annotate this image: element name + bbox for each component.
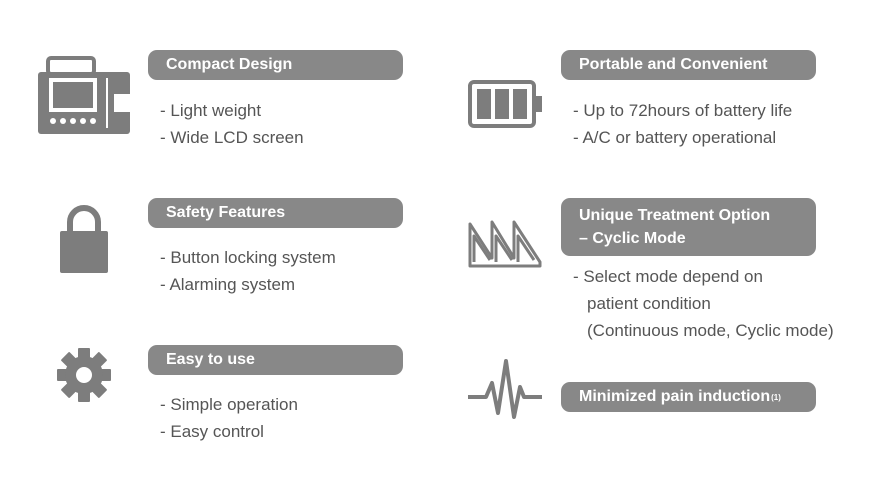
footnote-marker: (1): [771, 392, 781, 402]
device-monitor-icon: [38, 56, 130, 136]
feature-title-text: Compact Design: [166, 56, 293, 73]
list-item: - Select mode depend on: [573, 267, 763, 286]
list-item: - Light weight: [160, 101, 262, 120]
feature-title-portable: Portable and Convenient: [561, 50, 816, 80]
gear-icon: [56, 347, 112, 403]
feature-title-unique-treatment: Unique Treatment Option – Cyclic Mode: [561, 198, 816, 256]
list-item: - Wide LCD screen: [160, 128, 304, 147]
feature-title-line1: Unique Treatment Option: [579, 207, 771, 224]
feature-title-minimized-pain: Minimized pain induction(1): [561, 382, 816, 412]
feature-title-easy-to-use: Easy to use: [148, 345, 403, 375]
lock-icon: [59, 205, 109, 275]
feature-title-line2: – Cyclic Mode: [579, 230, 686, 247]
list-item: - Button locking system: [160, 248, 336, 267]
feature-list-portable: - Up to 72hours of battery life - A/C or…: [573, 97, 792, 151]
cyclic-wave-icon: [468, 218, 544, 270]
feature-title-text: Minimized pain induction: [579, 388, 771, 405]
feature-list-easy-to-use: - Simple operation - Easy control: [160, 391, 298, 445]
battery-icon: [468, 80, 542, 128]
feature-title-compact-design: Compact Design: [148, 50, 403, 80]
feature-title-safety: Safety Features: [148, 198, 403, 228]
list-item: - Easy control: [160, 422, 264, 441]
feature-list-compact-design: - Light weight - Wide LCD screen: [160, 97, 304, 151]
list-item: - A/C or battery operational: [573, 128, 777, 147]
list-item: - Simple operation: [160, 395, 298, 414]
list-item: - Up to 72hours of battery life: [573, 101, 793, 120]
feature-list-unique-treatment: - Select mode depend on patient conditio…: [573, 263, 834, 344]
list-item: - Alarming system: [160, 275, 296, 294]
feature-title-text: Safety Features: [166, 204, 286, 221]
list-item: (Continuous mode, Cyclic mode): [587, 321, 834, 340]
feature-title-text: Easy to use: [166, 351, 255, 368]
list-item: patient condition: [587, 294, 711, 313]
feature-title-text: Portable and Convenient: [579, 56, 768, 73]
feature-list-safety: - Button locking system - Alarming syste…: [160, 244, 336, 298]
pulse-icon: [468, 357, 542, 421]
